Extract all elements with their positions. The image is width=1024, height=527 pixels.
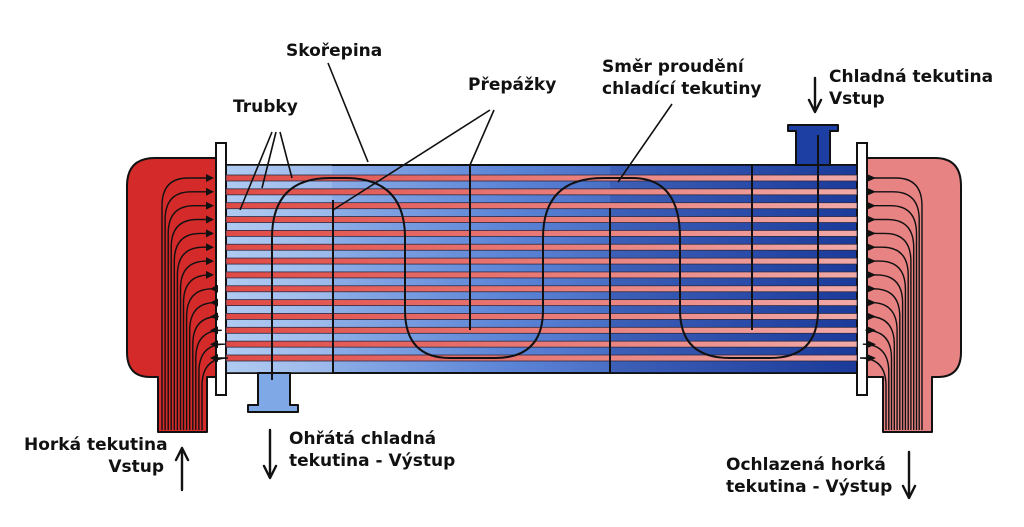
tube-exit-arrow <box>868 229 876 237</box>
hot-inlet-streamline <box>176 243 214 430</box>
tube-exit-arrow <box>868 243 876 251</box>
leader-tubes-2 <box>261 131 277 189</box>
tube-exit-arrow <box>868 174 876 182</box>
hot-inlet-streamline <box>167 201 214 430</box>
tube <box>225 271 858 279</box>
flow-arrows <box>174 76 917 500</box>
hot-inlet-streamline <box>201 354 229 430</box>
hot-inlet-streamline <box>198 340 225 430</box>
hot-inlet-streamline <box>173 229 214 430</box>
label-cold-inlet-vstup: Vstup <box>829 89 885 109</box>
hot-outlet-streamline <box>870 274 904 430</box>
label-flow-direction: Směr proudění chladící tekutiny <box>602 57 762 99</box>
hot-outlet-streamline <box>862 343 890 430</box>
tube-bundle <box>225 174 858 362</box>
label-cold-inlet: Chladná tekutina Vstup <box>829 67 994 109</box>
hot-inlet-streamline <box>161 174 214 430</box>
leader-tubes-1 <box>239 131 273 211</box>
leader-baffles-2 <box>469 109 495 166</box>
hot-outlet-streamline <box>870 232 912 430</box>
cold-inlet-nozzle <box>787 124 839 166</box>
leader-tubes-3 <box>279 131 293 179</box>
tube-sheet-left <box>215 142 227 396</box>
hot-inlet-streamline <box>189 298 218 430</box>
tube-exit-arrow <box>868 340 876 348</box>
tube <box>225 216 858 223</box>
label-hot-inlet: Horká tekutina Vstup <box>24 435 168 477</box>
tube <box>225 313 858 320</box>
cold-flow-path <box>271 135 819 380</box>
tube <box>225 299 858 307</box>
tube-exit-arrow <box>868 216 876 223</box>
hot-inlet-streamline <box>182 270 214 430</box>
leader-baffles-1 <box>332 109 491 211</box>
leader-shell <box>327 62 369 163</box>
label-cooled-hot-outlet: Ochlazená horká tekutina - Výstup <box>726 455 893 497</box>
tube-exit-arrow <box>868 202 876 210</box>
tube <box>225 174 858 182</box>
tube <box>225 243 858 251</box>
tube-exit-arrow <box>868 354 876 362</box>
tube <box>225 340 858 348</box>
hot-outlet-streamline <box>870 205 918 430</box>
tube <box>225 229 858 237</box>
hot-outlet-streamline <box>870 218 915 430</box>
hot-outlet-flow-lines <box>859 174 923 430</box>
hot-outlet-streamline <box>870 177 923 430</box>
hot-inlet-streamline <box>192 312 219 430</box>
tube <box>225 202 858 210</box>
tube-exit-arrow <box>868 299 876 307</box>
hot-inlet-streamline <box>179 257 214 430</box>
tube-exit-arrow <box>868 313 876 320</box>
tube <box>225 285 858 293</box>
cold-outlet-nozzle <box>247 372 299 413</box>
hot-outlet-streamline <box>870 246 909 430</box>
tube-sheet-right <box>856 142 868 396</box>
label-warmed-cold-outlet: Ohřátá chladná tekutina - Výstup <box>289 429 456 471</box>
hot-outlet-streamline <box>859 357 887 430</box>
tube-exit-arrow <box>868 257 876 265</box>
hot-outlet-streamline <box>865 329 893 430</box>
shell-segments <box>222 165 858 373</box>
hot-outlet-streamline <box>870 260 907 430</box>
tube-exit-arrow <box>868 188 876 196</box>
label-tubes: Trubky <box>233 97 298 117</box>
leader-lines <box>239 62 673 211</box>
hot-inlet-flow-lines <box>161 174 229 430</box>
tube <box>225 188 858 196</box>
hot-outlet-streamline <box>870 191 920 430</box>
hot-inlet-streamline <box>195 326 222 430</box>
tube-exit-arrow <box>868 271 876 279</box>
tube-exit-arrow <box>868 326 876 334</box>
label-baffles: Přepážky <box>468 75 557 95</box>
leader-flow <box>617 103 673 183</box>
hot-inlet-streamline <box>164 187 214 430</box>
hot-inlet-streamline <box>170 215 214 430</box>
hot-inlet-streamline <box>185 284 218 430</box>
tube <box>225 257 858 265</box>
tube-exit-arrow <box>868 285 876 293</box>
label-shell: Skořepina <box>286 41 383 61</box>
